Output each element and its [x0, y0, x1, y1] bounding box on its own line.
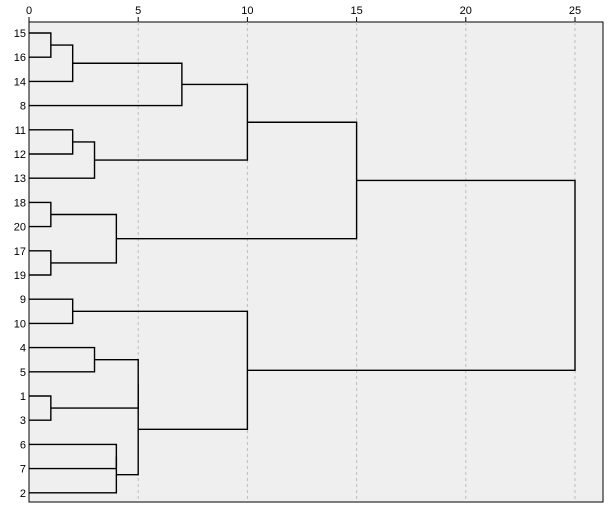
x-axis: 0 5 10 15 20 25	[26, 5, 581, 22]
leaf-label-2: 2	[20, 488, 26, 500]
leaf-label-3: 3	[20, 415, 26, 427]
leaf-label-15: 15	[14, 28, 26, 40]
leaf-label-20: 20	[14, 222, 26, 234]
leaf-label-5: 5	[20, 367, 26, 379]
link-merge-17	[116, 383, 139, 476]
leaf-label-19: 19	[14, 270, 26, 282]
link-merge-15	[29, 456, 118, 494]
leaf-label-14: 14	[14, 76, 26, 88]
tick-label-x-20: 20	[460, 5, 472, 17]
leaf-label-6: 6	[20, 439, 26, 451]
leaf-label-8: 8	[20, 101, 26, 113]
tick-label-x-5: 5	[135, 5, 141, 17]
tick-label-x-0: 0	[26, 5, 32, 17]
link-merge-19	[247, 179, 576, 371]
tick-label-x-10: 10	[241, 5, 253, 17]
dendrogram-links	[29, 32, 576, 494]
leaf-label-11: 11	[15, 125, 26, 137]
leaf-label-1: 1	[20, 391, 26, 403]
leaf-label-7: 7	[20, 464, 26, 476]
leaf-label-9: 9	[20, 294, 26, 306]
tick-label-x-25: 25	[569, 5, 581, 17]
leaf-label-12: 12	[14, 149, 26, 161]
leaf-label-4: 4	[20, 343, 26, 355]
leaf-label-13: 13	[14, 173, 26, 185]
leaf-label-18: 18	[14, 197, 26, 209]
leaf-label-16: 16	[14, 52, 26, 64]
plot-area	[28, 21, 604, 503]
leaf-label-10: 10	[14, 318, 26, 330]
tick-label-x-15: 15	[350, 5, 362, 17]
leaf-label-17: 17	[14, 246, 26, 258]
